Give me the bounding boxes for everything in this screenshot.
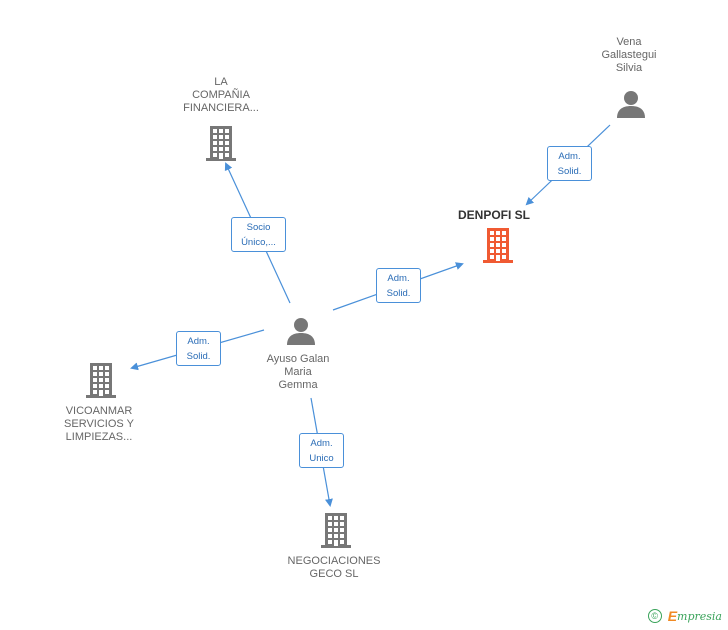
main-company-building-icon[interactable] xyxy=(483,228,513,269)
node-label-denpofi[interactable]: DENPOFI SL xyxy=(457,208,530,222)
company-building-icon[interactable] xyxy=(321,513,351,554)
person-icon[interactable] xyxy=(616,89,646,124)
footer-brand: © E mpresia xyxy=(647,608,722,624)
edge-label-ayuso-to-la-compania[interactable]: Socio Único,... xyxy=(231,217,286,252)
edge-label-ayuso-to-negociaciones[interactable]: Adm. Unico xyxy=(299,433,344,468)
node-label-la-compania[interactable]: LA COMPAÑIA FINANCIERA... xyxy=(183,76,259,114)
company-building-icon[interactable] xyxy=(86,363,116,404)
node-label-ayuso[interactable]: Ayuso Galan Maria Gemma xyxy=(266,353,330,391)
node-label-negociaciones[interactable]: NEGOCIACIONES GECO SL xyxy=(287,555,381,580)
edge-label-vena-to-denpofi[interactable]: Adm. Solid. xyxy=(547,146,592,181)
brand-name: mpresia xyxy=(677,609,722,623)
node-label-vena[interactable]: Vena Gallastegui Silvia xyxy=(601,36,657,74)
copyright-icon: © xyxy=(647,609,662,623)
brand-initial: E xyxy=(667,608,678,624)
company-building-icon[interactable] xyxy=(206,126,236,167)
edge-label-ayuso-to-vicoanmar[interactable]: Adm. Solid. xyxy=(176,331,221,366)
person-icon[interactable] xyxy=(286,316,316,351)
edge-label-ayuso-to-denpofi[interactable]: Adm. Solid. xyxy=(376,268,421,303)
node-label-vicoanmar[interactable]: VICOANMAR SERVICIOS Y LIMPIEZAS... xyxy=(64,405,134,443)
